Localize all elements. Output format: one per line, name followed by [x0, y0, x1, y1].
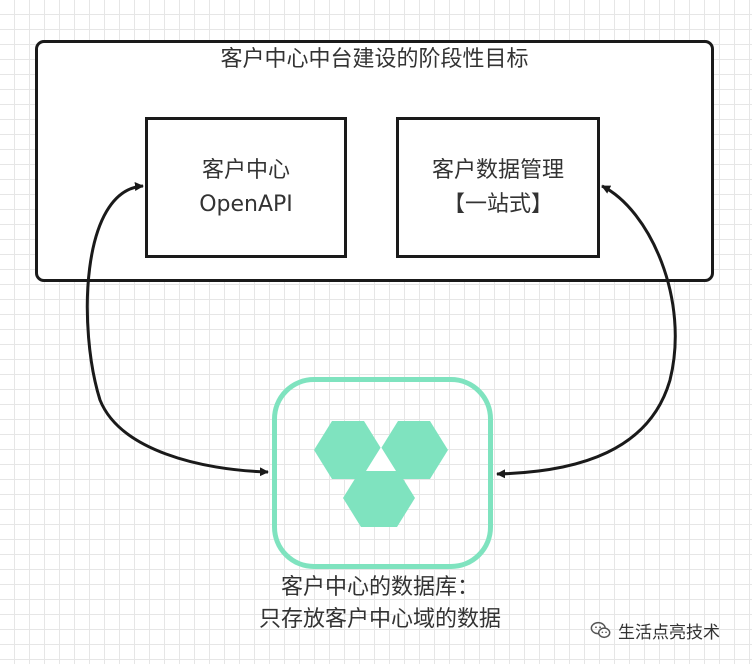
connector-openapi-database: [85, 182, 269, 477]
watermark-text: 生活点亮技术: [618, 622, 720, 643]
database-caption: 客户中心的数据库： 只存放客户中心域的数据: [180, 572, 580, 636]
goal-title: 客户中心中台建设的阶段性目标: [220, 47, 529, 72]
connector-datamgmt-database: [496, 184, 677, 479]
hexagon-top-left: [314, 421, 382, 479]
wechat-icon: [590, 621, 611, 639]
watermark: 生活点亮技术: [590, 616, 720, 644]
database-caption-line2: 只存放客户中心域的数据: [258, 607, 501, 632]
database-node: [272, 377, 493, 569]
hexagon-bottom: [343, 469, 415, 527]
database-caption-line1: 客户中心的数据库：: [280, 575, 479, 600]
openapi-box-line1: 客户中心: [201, 157, 290, 183]
hexagon-top-right: [380, 421, 448, 479]
hexagon-cluster-icon: [314, 421, 448, 527]
center-triangle: [366, 447, 396, 471]
data-management-box-line1: 客户数据管理: [431, 157, 564, 183]
